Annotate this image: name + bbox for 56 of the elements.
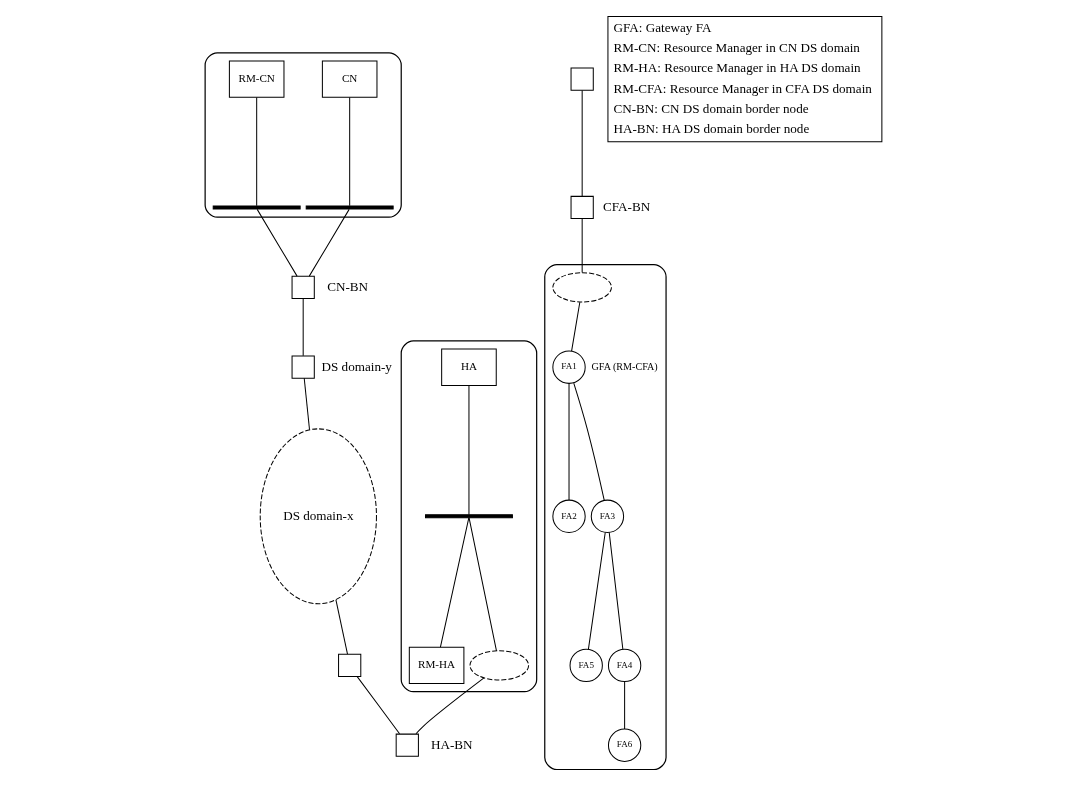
- connector: [349, 96, 351, 207]
- node-box: [395, 733, 419, 757]
- node-ellipse: DS domain-x: [259, 428, 377, 605]
- node-bar: [305, 205, 394, 210]
- connector: [624, 681, 626, 730]
- connector: [303, 377, 311, 431]
- connector: [439, 517, 470, 648]
- node-circle: FA3: [590, 499, 625, 533]
- connector: [468, 517, 497, 652]
- cluster: [400, 340, 538, 693]
- connector: [587, 532, 606, 650]
- node-box: [338, 653, 362, 677]
- label: CN-BN: CN DS domain border node: [613, 100, 809, 116]
- node-box: CN: [321, 60, 378, 98]
- node-box: RM-CN: [228, 60, 285, 98]
- node-box: [570, 195, 594, 220]
- cluster: [204, 52, 402, 218]
- connector: [568, 382, 570, 501]
- node-box: [291, 275, 315, 299]
- node-box: [291, 355, 315, 379]
- node-label: HA-BN: [430, 736, 473, 752]
- node-label: DS domain-y: [321, 358, 392, 374]
- node-circle: FA1: [552, 350, 586, 384]
- connector: [256, 208, 298, 277]
- connector: [256, 96, 258, 207]
- label: HA-BN: HA DS domain border node: [613, 121, 810, 137]
- connector: [308, 208, 350, 277]
- label: RM-CN: Resource Manager in CN DS domain: [613, 40, 860, 56]
- connector: [581, 89, 583, 197]
- node-label: CFA-BN: [603, 198, 651, 214]
- connector: [302, 298, 304, 357]
- node-label: CN-BN: [327, 278, 369, 294]
- node-box: HA: [441, 348, 497, 386]
- connector: [573, 382, 605, 501]
- node-bar: [425, 514, 513, 519]
- node-circle: FA5: [569, 648, 603, 683]
- node-cloud: [552, 272, 612, 303]
- node-circle: FA2: [552, 499, 586, 533]
- connector: [415, 677, 485, 735]
- node-box: RM-HA: [408, 646, 465, 685]
- connector: [571, 301, 581, 352]
- node-circle: FA4: [607, 648, 642, 683]
- connector: [468, 385, 470, 516]
- connector: [356, 676, 401, 735]
- cluster: [544, 264, 667, 771]
- node-cloud: [469, 650, 530, 681]
- node-label: GFA (RM-CFA): [591, 360, 658, 372]
- label: GFA: Gateway FA: [613, 20, 712, 36]
- node-circle: FA6: [607, 728, 642, 762]
- connector: [581, 218, 583, 273]
- node-bar: [212, 205, 301, 210]
- label: RM-HA: Resource Manager in HA DS domain: [613, 60, 861, 76]
- connector: [335, 599, 348, 655]
- connector: [608, 532, 624, 650]
- node-box: [570, 67, 594, 91]
- label: RM-CFA: Resource Manager in CFA DS domain: [613, 80, 872, 96]
